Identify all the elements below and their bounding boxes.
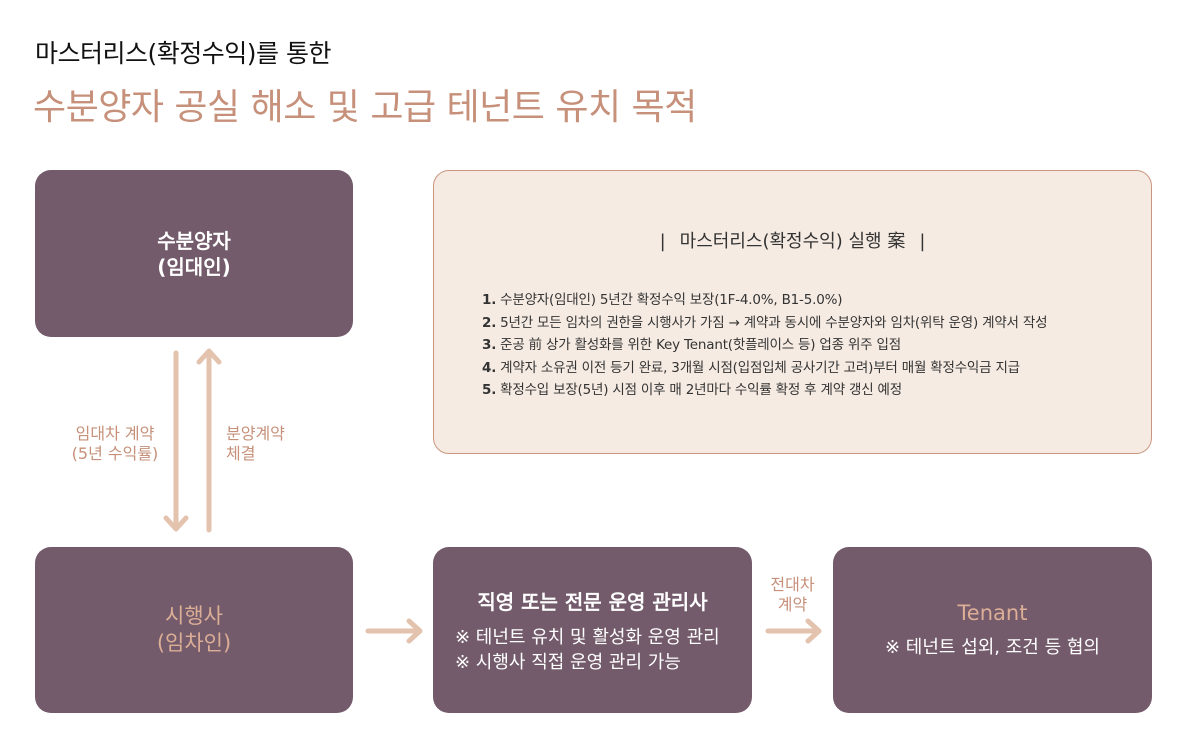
arrow-right-to-tenant <box>765 618 822 644</box>
sale-contract-label-line1: 분양계약 <box>226 424 285 443</box>
tenant-box: Tenant ※ 테넌트 섭외, 조건 등 협의 <box>833 547 1152 713</box>
panel-title-bar-right: | <box>919 231 926 252</box>
lease-contract-label: 임대차 계약 (5년 수익률) <box>60 424 170 464</box>
manager-box-title: 직영 또는 전문 운영 관리사 <box>477 589 708 614</box>
panel-title-bar-left: | <box>659 231 666 252</box>
panel-title-text: 마스터리스(확정수익) 실행 案 <box>679 231 906 252</box>
sublease-contract-label: 전대차 계약 <box>760 575 825 615</box>
owner-box: 수분양자 (임대인) <box>35 170 353 337</box>
manager-box-note2: ※ 시행사 직접 운영 관리 가능 <box>455 651 681 673</box>
sublease-contract-label-line2: 계약 <box>777 595 808 614</box>
owner-box-line1: 수분양자 <box>157 228 231 253</box>
list-item: 5.확정수입 보장(5년) 시점 이후 매 2년마다 수익률 확정 후 계약 갱… <box>482 379 1047 402</box>
arrow-up-sale <box>196 348 222 533</box>
arrow-down-lease <box>163 350 189 532</box>
manager-box: 직영 또는 전문 운영 관리사 ※ 테넌트 유치 및 활성화 운영 관리 ※ 시… <box>433 547 752 713</box>
sale-contract-label: 분양계약 체결 <box>226 424 285 464</box>
lease-contract-label-line2: (5년 수익률) <box>71 444 159 463</box>
developer-box-line1: 시행사 <box>165 604 223 628</box>
panel-list: 1.수분양자(임대인) 5년간 확정수익 보장(1F-4.0%, B1-5.0%… <box>482 289 1048 402</box>
owner-box-line2: (임대인) <box>157 254 231 279</box>
sale-contract-label-line2: 체결 <box>226 444 256 463</box>
list-item-number: 2. <box>482 314 497 331</box>
list-item-text: 수분양자(임대인) 5년간 확정수익 보장(1F-4.0%, B1-5.0%) <box>500 292 843 308</box>
lease-contract-label-line1: 임대차 계약 <box>75 424 155 443</box>
list-item: 3.준공 前 상가 활성화를 위한 Key Tenant(핫플레이스 등) 업종… <box>482 334 1047 357</box>
list-item: 2.5년간 모든 임차의 권한을 시행사가 가짐 → 계약과 동시에 수분양자와… <box>482 312 1048 335</box>
manager-box-note1: ※ 테넌트 유치 및 활성화 운영 관리 <box>455 626 720 648</box>
list-item-number: 4. <box>482 359 497 376</box>
list-item-text: 계약자 소유권 이전 등기 완료, 3개월 시점(입점입체 공사기간 고려)부터… <box>500 359 1020 376</box>
tenant-box-title: Tenant <box>957 601 1028 625</box>
page-subtitle: 마스터리스(확정수익)를 통한 <box>35 39 331 68</box>
list-item-text: 5년간 모든 임차의 권한을 시행사가 가짐 → 계약과 동시에 수분양자와 임… <box>500 314 1048 331</box>
developer-box-line2: (임차인) <box>156 631 232 655</box>
master-lease-panel: | 마스터리스(확정수익) 실행 案 | 1.수분양자(임대인) 5년간 확정수익 … <box>433 170 1152 454</box>
tenant-box-note: ※ 테넌트 섭외, 조건 등 협의 <box>884 637 1100 658</box>
developer-box: 시행사 (임차인) <box>35 547 353 713</box>
panel-title: | 마스터리스(확정수익) 실행 案 | <box>434 227 1151 253</box>
arrow-right-to-manager <box>365 618 423 644</box>
list-item-number: 1. <box>482 292 497 308</box>
list-item-text: 확정수입 보장(5년) 시점 이후 매 2년마다 수익률 확정 후 계약 갱신 … <box>500 382 902 398</box>
list-item-number: 3. <box>482 337 497 353</box>
page-title: 수분양자 공실 해소 및 고급 테넌트 유치 목적 <box>33 87 697 128</box>
sublease-contract-label-line1: 전대차 <box>770 575 815 594</box>
list-item: 4.계약자 소유권 이전 등기 완료, 3개월 시점(입점입체 공사기간 고려)… <box>482 357 1047 380</box>
list-item: 1.수분양자(임대인) 5년간 확정수익 보장(1F-4.0%, B1-5.0%… <box>482 289 1047 312</box>
list-item-text: 준공 前 상가 활성화를 위한 Key Tenant(핫플레이스 등) 업종 위… <box>500 337 901 353</box>
list-item-number: 5. <box>482 382 497 398</box>
